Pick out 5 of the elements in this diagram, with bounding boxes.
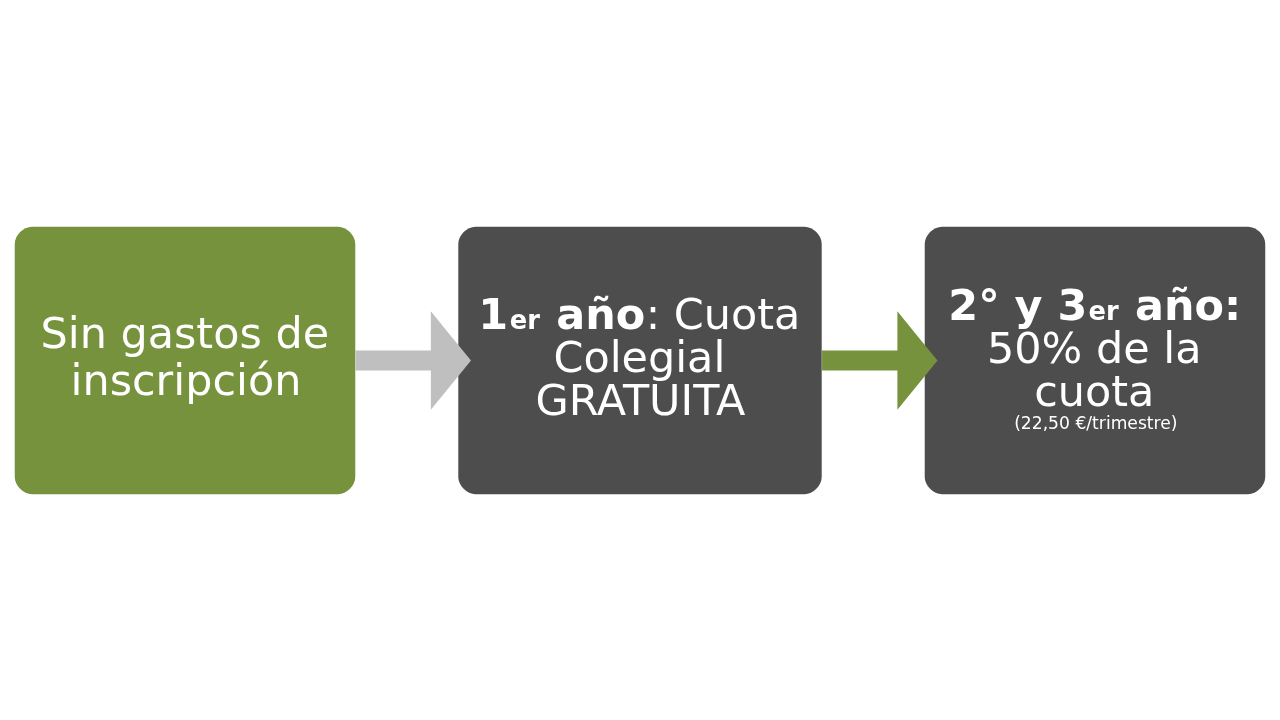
- arrow: [355, 310, 471, 410]
- arrow: [822, 310, 938, 410]
- node-box: 1er año: Cuota Colegial GRATUITA: [458, 226, 822, 494]
- node-box: 2° y 3er año: 50% de la cuota (22,50 €/trimestre): [924, 226, 1266, 494]
- node-box: Sin gastos de inscripción: [14, 226, 356, 494]
